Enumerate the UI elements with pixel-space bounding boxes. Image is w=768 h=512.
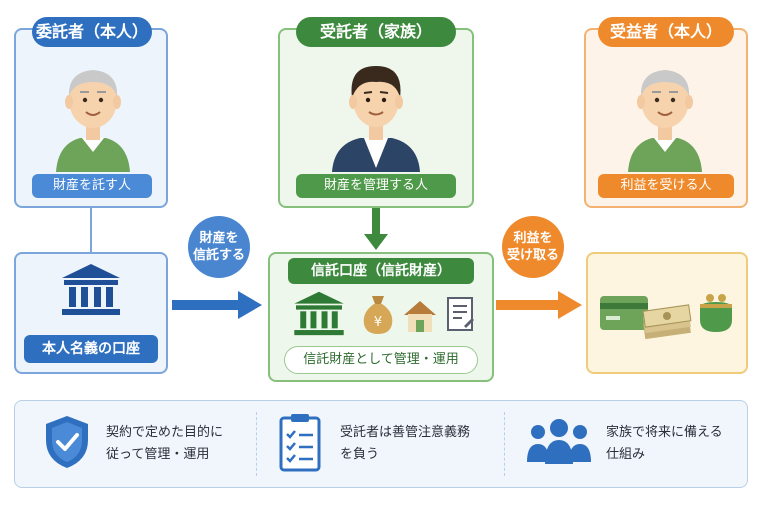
down-arrow-icon (364, 208, 388, 250)
settlor-title: 委託者（本人） (32, 17, 152, 47)
divider (256, 412, 257, 476)
elderly-man-icon (56, 70, 130, 172)
house-icon (404, 301, 436, 332)
trust-account-title: 信託口座（信託財産） (288, 258, 474, 284)
shield-check-icon (46, 416, 88, 468)
feature-text: 受託者は善管注意義務 を負う (340, 425, 471, 462)
own-account-label: 本人名義の口座 (24, 335, 158, 363)
receive-label: 利益を受け取る (502, 216, 564, 278)
young-man-icon (332, 66, 420, 172)
divider (504, 412, 505, 476)
entrust-label: 財産を信託する (188, 216, 250, 278)
feature-text: 家族で将来に備える 仕組み (606, 425, 723, 462)
settlor-role: 財産を託す人 (32, 174, 152, 198)
checklist-icon (279, 414, 321, 472)
features-bar (14, 400, 748, 488)
beneficiary-role: 利益を受ける人 (598, 174, 734, 198)
cash-icon (642, 304, 692, 340)
right-arrow-icon (172, 291, 262, 319)
bank-icon (294, 291, 344, 336)
family-icon (527, 419, 591, 464)
trustee-title: 受託者（家族） (296, 17, 456, 47)
bank-icon (62, 264, 120, 315)
svg-text:¥: ¥ (374, 315, 382, 330)
feature-text: 契約で定めた目的に 従って管理・運用 (106, 425, 224, 462)
card-icon (600, 296, 648, 330)
beneficiary-title: 受益者（本人） (598, 17, 734, 47)
connector-line (90, 208, 92, 252)
elderly-man-icon (628, 70, 702, 172)
trust-account-footer: 信託財産として管理・運用 (284, 346, 478, 374)
money-bag-icon: ¥ (363, 296, 393, 334)
purse-icon (700, 294, 732, 332)
document-icon (447, 297, 474, 331)
right-arrow-icon (496, 291, 582, 319)
trustee-role: 財産を管理する人 (296, 174, 456, 198)
